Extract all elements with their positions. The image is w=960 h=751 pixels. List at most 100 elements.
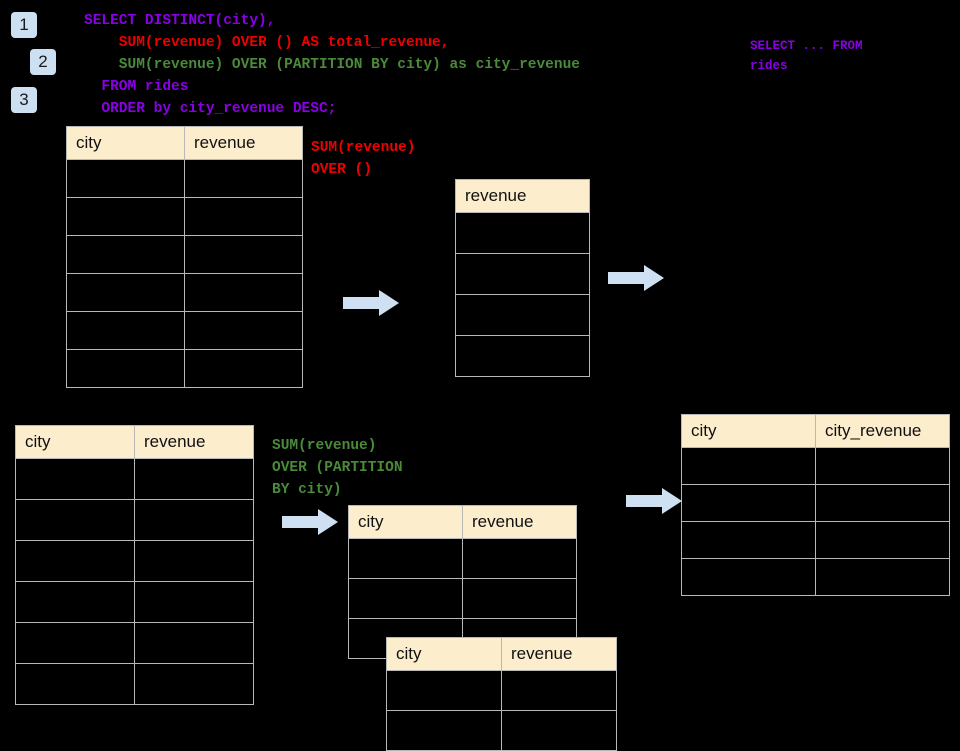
table-row: [66, 197, 303, 236]
table-total-revenue: revenue: [455, 179, 590, 377]
column-header-revenue: revenue: [462, 505, 577, 539]
table-header-row: revenue: [455, 179, 590, 213]
cell-revenue: [455, 212, 590, 254]
table-row: [15, 499, 254, 541]
cell-revenue: [184, 159, 303, 198]
table-row: [455, 212, 590, 254]
cell-city-revenue: [815, 521, 950, 559]
cell-revenue: [184, 273, 303, 312]
table-partition-a: city revenue: [348, 505, 577, 659]
table-row: [681, 558, 950, 596]
cell-city: [15, 540, 135, 582]
annotation-partition-by-city: SUM(revenue) OVER (PARTITION BY city): [272, 438, 403, 498]
table-header-row: city revenue: [15, 425, 254, 459]
cell-revenue: [501, 710, 617, 751]
sql-query-block: SELECT DISTINCT(city), SUM(revenue) OVER…: [84, 10, 580, 120]
cell-revenue: [455, 294, 590, 336]
table-row: [15, 622, 254, 664]
cell-city: [66, 311, 185, 350]
table-row: [681, 447, 950, 485]
cell-city: [386, 710, 502, 751]
annotation-over-empty: SUM(revenue) OVER (): [311, 140, 416, 178]
table-row: [348, 578, 577, 619]
cell-city: [66, 197, 185, 236]
sql-line-2: SUM(revenue) OVER () AS total_revenue,: [84, 35, 450, 51]
cell-revenue: [134, 581, 254, 623]
table-row: [455, 335, 590, 377]
sql-side-note-line-2: rides: [750, 59, 788, 73]
column-header-revenue: revenue: [134, 425, 254, 459]
cell-revenue: [134, 499, 254, 541]
table-header-row: city city_revenue: [681, 414, 950, 448]
cell-city: [681, 521, 816, 559]
sql-line-5: ORDER by city_revenue DESC;: [84, 101, 337, 117]
table-rides-source-2: city revenue: [15, 425, 254, 705]
cell-city: [681, 447, 816, 485]
cell-revenue: [184, 197, 303, 236]
cell-city: [15, 499, 135, 541]
cell-revenue: [134, 663, 254, 705]
cell-city: [66, 349, 185, 388]
table-row: [15, 581, 254, 623]
step-badge-1: 1: [11, 12, 37, 38]
cell-city-revenue: [815, 447, 950, 485]
table-row: [681, 484, 950, 522]
sql-line-4: FROM rides: [84, 79, 189, 95]
cell-city: [348, 578, 463, 619]
arrow-right-icon: [282, 509, 338, 535]
arrow-right-icon: [626, 488, 682, 514]
cell-city: [66, 159, 185, 198]
table-row: [455, 253, 590, 295]
sql-line-3: SUM(revenue) OVER (PARTITION BY city) as…: [84, 57, 580, 73]
cell-revenue: [455, 253, 590, 295]
table-header-row: city revenue: [386, 637, 617, 671]
table-row: [681, 521, 950, 559]
table-row: [15, 458, 254, 500]
cell-revenue: [501, 670, 617, 711]
cell-revenue: [462, 578, 577, 619]
cell-revenue: [134, 458, 254, 500]
table-row: [386, 710, 617, 751]
column-header-city-revenue: city_revenue: [815, 414, 950, 448]
table-row: [348, 538, 577, 579]
table-row: [66, 235, 303, 274]
table-header-row: city revenue: [66, 126, 303, 160]
cell-city: [66, 235, 185, 274]
cell-revenue: [462, 538, 577, 579]
column-header-city: city: [386, 637, 502, 671]
cell-revenue: [134, 540, 254, 582]
table-row: [66, 273, 303, 312]
cell-city: [681, 484, 816, 522]
cell-revenue: [184, 235, 303, 274]
cell-city: [15, 663, 135, 705]
cell-revenue: [455, 335, 590, 377]
table-header-row: city revenue: [348, 505, 577, 539]
column-header-city: city: [348, 505, 463, 539]
column-header-city: city: [66, 126, 185, 160]
table-rides-source: city revenue: [66, 126, 303, 388]
column-header-city: city: [15, 425, 135, 459]
step-badge-3: 3: [11, 87, 37, 113]
cell-revenue: [184, 349, 303, 388]
cell-city: [15, 581, 135, 623]
cell-city: [681, 558, 816, 596]
cell-city-revenue: [815, 484, 950, 522]
cell-city: [66, 273, 185, 312]
table-row: [66, 349, 303, 388]
arrow-right-icon: [608, 265, 664, 291]
table-row: [15, 663, 254, 705]
cell-city: [15, 458, 135, 500]
cell-city: [386, 670, 502, 711]
sql-line-1: SELECT DISTINCT(city),: [84, 13, 276, 29]
cell-city-revenue: [815, 558, 950, 596]
cell-city: [348, 538, 463, 579]
cell-revenue: [184, 311, 303, 350]
column-header-revenue: revenue: [455, 179, 590, 213]
sql-side-note: SELECT ... FROM rides: [750, 36, 863, 76]
step-badge-2: 2: [30, 49, 56, 75]
table-row: [66, 311, 303, 350]
arrow-right-icon: [343, 290, 399, 316]
table-partition-b: city revenue: [386, 637, 617, 751]
column-header-city: city: [681, 414, 816, 448]
cell-revenue: [134, 622, 254, 664]
